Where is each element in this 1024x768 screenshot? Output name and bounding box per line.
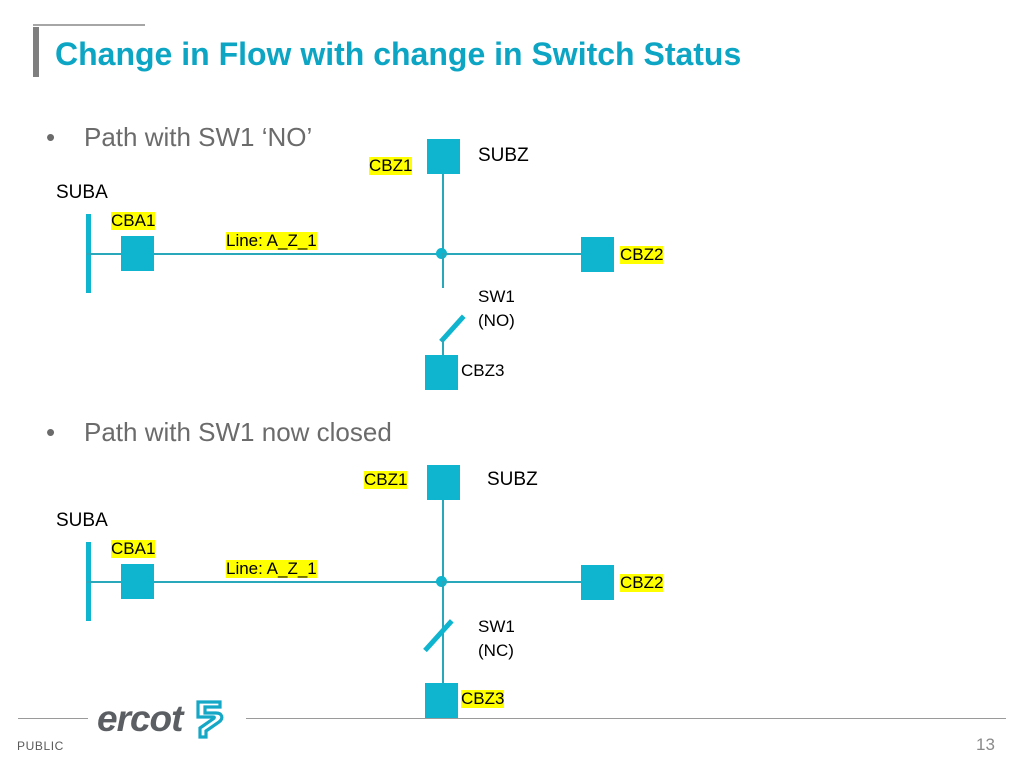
breaker-cbz1-label-2: CBZ1 [364,470,408,489]
line-name-label-1: Line: A_Z_1 [226,231,317,250]
breaker-cbz2-box-2 [581,565,614,600]
switch-sw1-blade-closed-2 [423,619,454,653]
bus-junction-node-1 [436,248,447,259]
footer-rule-right [246,718,1006,719]
breaker-cbz3-box-2 [425,683,458,718]
page-title: Change in Flow with change in Switch Sta… [55,36,742,72]
breaker-cbz2-box-1 [581,237,614,272]
single-line-diagram-sw1-normally-closed: SUBA CBA1 Line: A_Z_1 CBZ1 SUBZ CBZ2 SW1… [56,465,664,718]
bus-junction-node-2 [436,576,447,587]
substation-a-label-1: SUBA [56,182,108,203]
ercot-wordmark: ercot [97,698,183,739]
transmission-line-a-z-1 [86,253,442,255]
breaker-cbz3-box-1 [425,355,458,390]
breaker-cba1-label-1: CBA1 [111,211,156,230]
switch-sw1-state-label-2: (NC) [478,641,514,660]
bullet-dot-icon: • [46,122,56,152]
substation-a-label-2: SUBA [56,510,108,531]
switch-sw1-state-label-1: (NO) [478,311,515,330]
breaker-cba1-box-1 [121,236,154,271]
breaker-cbz2-label-1: CBZ2 [620,245,664,264]
branch-to-cbz2-2 [442,581,583,583]
subz-bus-vertical-upper-2 [442,500,444,586]
title-bracket-vertical-bar [33,27,39,77]
ercot-bolt-icon [186,696,232,747]
breaker-cbz3-label-1: CBZ3 [461,361,505,380]
substation-z-label-1: SUBZ [478,145,529,166]
breaker-cbz1-box-1 [427,139,460,174]
classification-label: PUBLIC [17,739,64,753]
transmission-line-a-z-2 [86,581,442,583]
ercot-logo: ercot [97,698,237,742]
substation-z-label-2: SUBZ [487,469,538,490]
branch-to-cbz2-1 [442,253,583,255]
branch-down-upper-stub-1 [442,253,444,288]
single-line-diagram-sw1-normally-open: SUBA CBA1 Line: A_Z_1 CBZ1 SUBZ CBZ2 SW1… [56,139,664,390]
bullet-dot-icon-2: • [46,417,56,447]
page-number: 13 [976,735,995,754]
branch-down-lower-stub-1 [442,339,444,360]
subz-bus-vertical-upper-1 [442,174,444,258]
switch-sw1-name-label-2: SW1 [478,617,515,636]
title-bracket-horizontal-rule [33,24,145,26]
breaker-cbz3-label-2: CBZ3 [461,689,505,708]
footer-rule-left [18,718,88,719]
breaker-cba1-box-2 [121,564,154,599]
breaker-cbz1-box-2 [427,465,460,500]
line-name-label-2: Line: A_Z_1 [226,559,317,578]
switch-sw1-name-label-1: SW1 [478,287,515,306]
bullet-label-1: Path with SW1 ‘NO’ [84,122,313,152]
breaker-cbz1-label-1: CBZ1 [369,156,413,175]
breaker-cbz2-label-2: CBZ2 [620,573,664,592]
breaker-cba1-label-2: CBA1 [111,539,156,558]
bullet-label-2: Path with SW1 now closed [84,417,392,447]
